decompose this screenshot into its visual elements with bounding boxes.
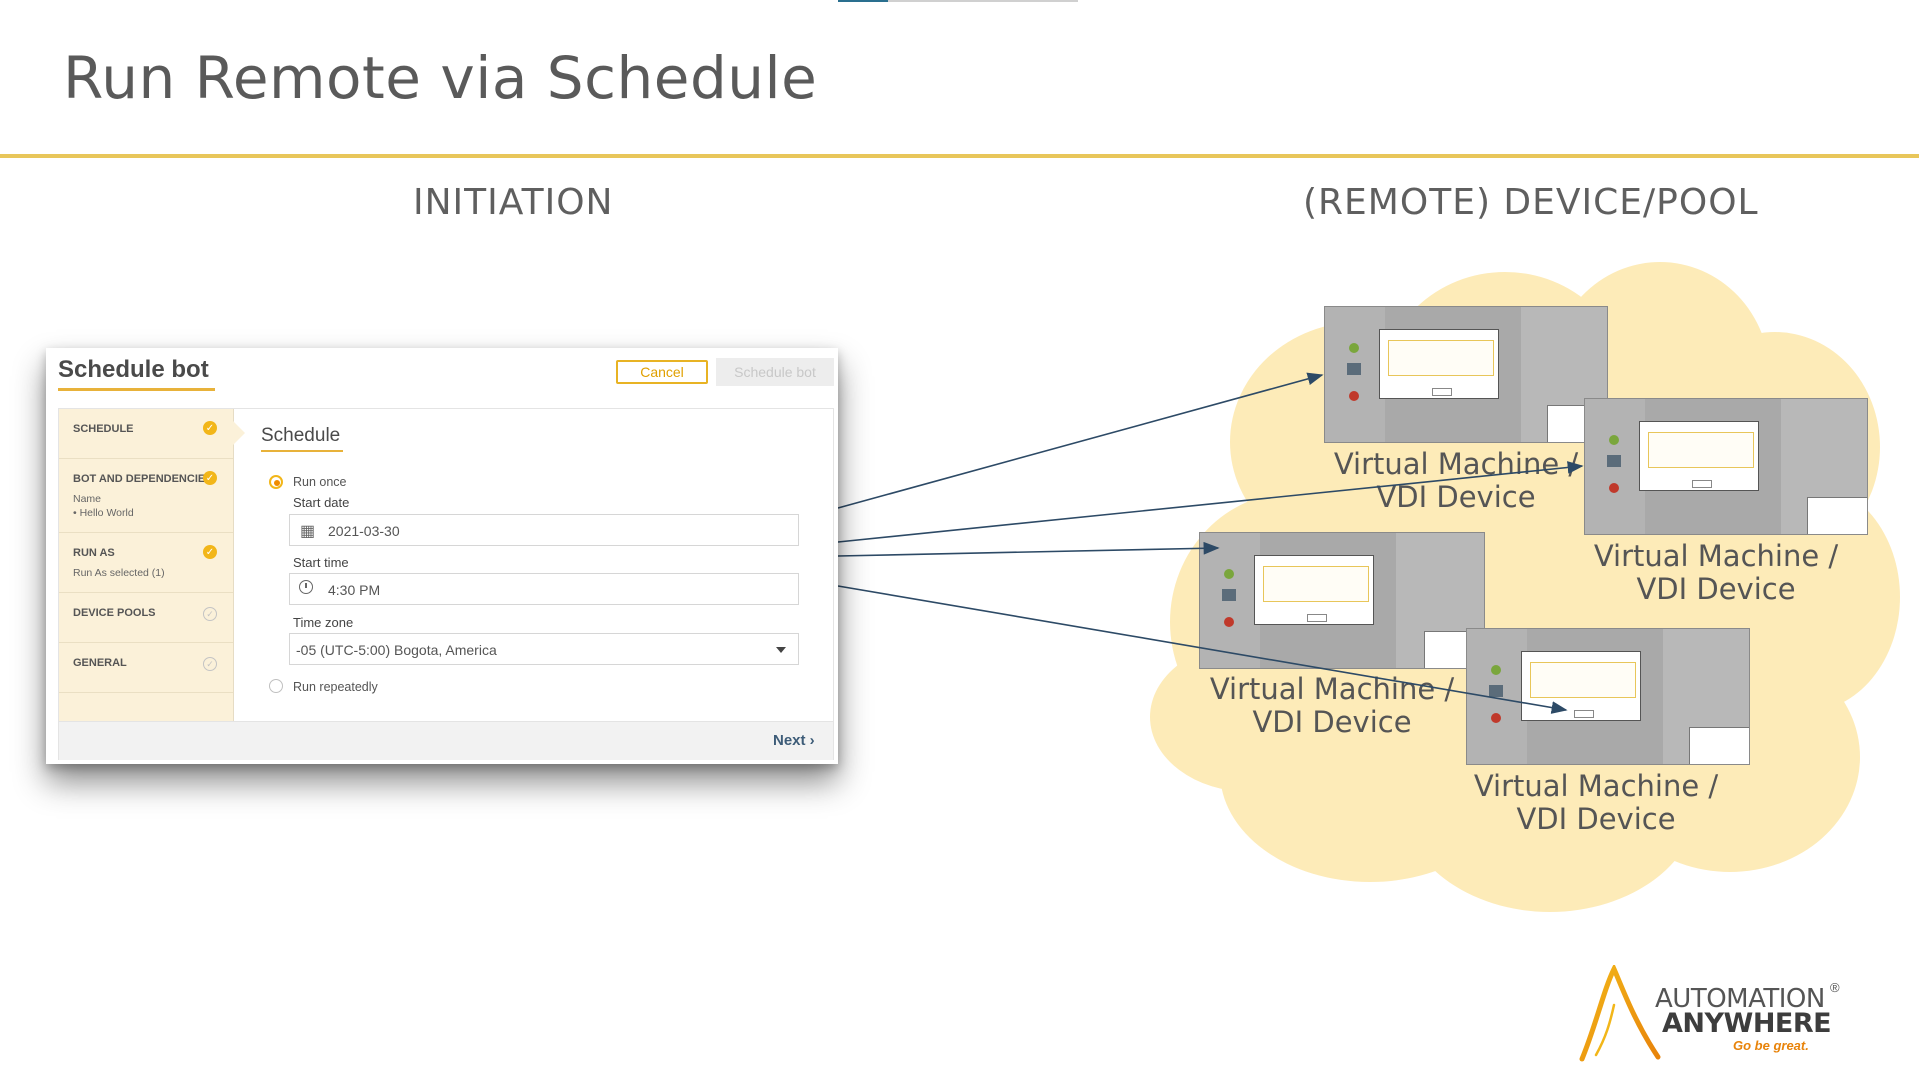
- chevron-right-icon: ›: [805, 732, 815, 749]
- start-time-field[interactable]: 4:30 PM: [289, 573, 799, 605]
- automation-anywhere-logo-mark: [1579, 965, 1661, 1062]
- vm-label-4: Virtual Machine /VDI Device: [1473, 769, 1719, 836]
- wizard-sidebar: SCHEDULE ✓ BOT AND DEPENDENCIES ✓ Name •…: [59, 409, 234, 721]
- vm-screenshot-1: [1324, 306, 1608, 443]
- arrow-to-vm-4: [837, 585, 1568, 714]
- nav-item-general[interactable]: GENERAL ✓: [59, 643, 233, 693]
- section-title: Schedule: [261, 425, 341, 446]
- time-zone-select[interactable]: -05 (UTC-5:00) Bogota, America: [289, 633, 799, 665]
- arrow-to-vm-3: [837, 541, 1220, 557]
- registered-mark: ®: [1830, 980, 1840, 995]
- dialog-title: Schedule bot: [58, 356, 209, 383]
- dialog-footer: Next ›: [59, 721, 833, 760]
- run-once-radio[interactable]: [269, 475, 283, 489]
- arrow-to-vm-2: [837, 461, 1584, 543]
- dialog-title-underline: [58, 388, 215, 391]
- top-progress-track: [838, 0, 1078, 2]
- logo-tagline: Go be great.: [1733, 1038, 1809, 1053]
- check-icon: ✓: [203, 545, 217, 559]
- vm-label-1: Virtual Machine /VDI Device: [1333, 447, 1579, 514]
- vm-screenshot-3: [1199, 532, 1485, 669]
- check-icon: ✓: [203, 471, 217, 485]
- check-icon: ✓: [203, 421, 217, 435]
- run-once-label: Run once: [293, 475, 347, 489]
- nav-item-schedule[interactable]: SCHEDULE ✓: [59, 409, 233, 459]
- nav-item-device-pools[interactable]: DEVICE POOLS ✓: [59, 593, 233, 643]
- check-icon: ✓: [203, 657, 217, 671]
- vm-label-2: Virtual Machine /VDI Device: [1593, 539, 1839, 606]
- logo-line1: AUTOMATION: [1655, 984, 1825, 1014]
- dialog-panel: SCHEDULE ✓ BOT AND DEPENDENCIES ✓ Name •…: [58, 408, 834, 760]
- start-time-label: Start time: [293, 555, 349, 570]
- calendar-icon: ▦: [300, 523, 316, 540]
- slide-title: Run Remote via Schedule: [63, 44, 818, 112]
- vm-label-3: Virtual Machine /VDI Device: [1209, 672, 1455, 739]
- start-date-field[interactable]: ▦ 2021-03-30: [289, 514, 799, 546]
- nav-item-bot-and-dependencies[interactable]: BOT AND DEPENDENCIES ✓ Name • Hello Worl…: [59, 459, 233, 533]
- run-repeatedly-label: Run repeatedly: [293, 680, 378, 694]
- start-date-label: Start date: [293, 495, 350, 510]
- section-title-underline: [261, 450, 343, 452]
- active-tab-pointer: [233, 421, 245, 445]
- vm-screenshot-4: [1466, 628, 1750, 765]
- vm-screenshot-2: [1584, 398, 1868, 535]
- remote-heading: (REMOTE) DEVICE/POOL: [1303, 182, 1759, 223]
- check-icon: ✓: [203, 607, 217, 621]
- schedule-bot-dialog: Schedule bot Cancel Schedule bot SCHEDUL…: [46, 348, 838, 764]
- run-repeatedly-radio[interactable]: [269, 679, 283, 693]
- clock-icon: [299, 580, 313, 594]
- nav-item-run-as[interactable]: RUN AS ✓ Run As selected (1): [59, 533, 233, 593]
- logo-line2: ANYWHERE: [1662, 1008, 1832, 1039]
- schedule-bot-button[interactable]: Schedule bot: [716, 358, 834, 386]
- initiation-heading: INITIATION: [413, 182, 614, 223]
- arrow-to-vm-1: [837, 372, 1324, 509]
- time-zone-label: Time zone: [293, 615, 354, 630]
- chevron-down-icon: [776, 647, 786, 653]
- title-divider: [0, 154, 1919, 158]
- cancel-button[interactable]: Cancel: [616, 360, 708, 384]
- top-progress-accent: [838, 0, 888, 2]
- next-button[interactable]: Next ›: [773, 732, 815, 749]
